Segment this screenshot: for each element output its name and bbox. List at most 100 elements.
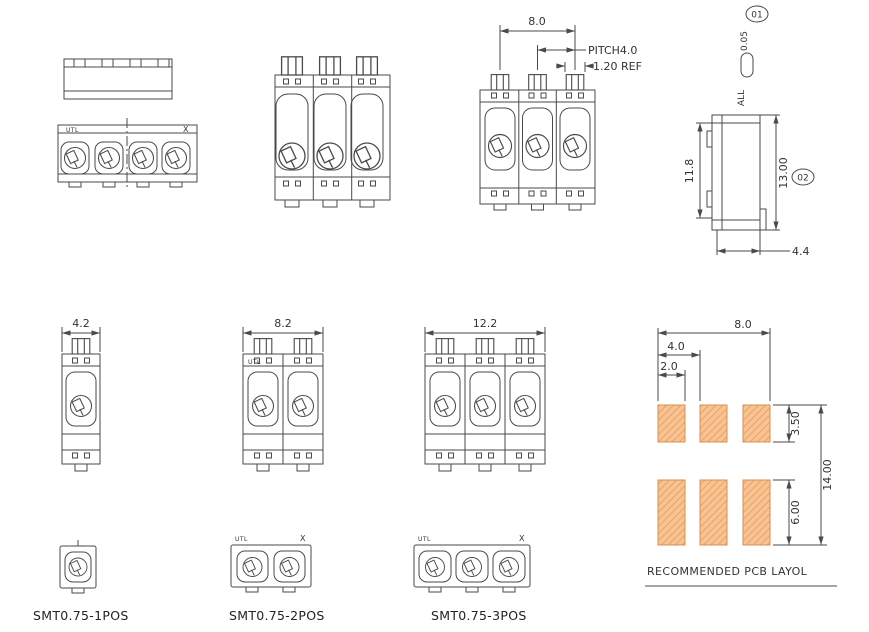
part-number-2pos: SMT0.75-2POS — [229, 608, 325, 623]
part-number-3pos: SMT0.75-3POS — [431, 608, 527, 623]
wire-clamp-icon — [562, 133, 588, 159]
contact-windows — [283, 180, 301, 187]
wire-clamp-icon — [63, 146, 87, 170]
actuator-icon — [435, 338, 455, 355]
contact-windows — [516, 357, 534, 364]
wire-clamp-icon — [433, 394, 457, 418]
contact-windows — [358, 180, 376, 187]
contact-windows — [476, 357, 494, 364]
actuator-icon — [253, 338, 273, 355]
view-top-1pos — [59, 540, 97, 594]
pcb-pad — [657, 479, 686, 546]
wire-clamp-icon — [473, 394, 497, 418]
dim-pcb-upper-pad: 3.50 — [789, 411, 802, 436]
dim-width-2pos: 8.2 — [274, 317, 292, 330]
wire-clamp-icon — [462, 557, 482, 577]
contact-windows — [72, 357, 90, 364]
view-side: 01 0.05 ALL 11.8 13.00 02 4.4 — [683, 5, 815, 258]
wire-clamp-icon — [251, 394, 275, 418]
wire-clamp-icon — [131, 146, 155, 170]
view-variant-3pos: 12.2 — [424, 317, 546, 472]
view-pcb-layout: 8.0 4.0 2.0 3.50 6.00 14.00 RECOMMENDED … — [645, 318, 837, 587]
wire-clamp-icon — [164, 146, 188, 170]
wire-clamp-icon — [425, 557, 445, 577]
pcb-pad — [742, 479, 771, 546]
actuator-icon — [490, 74, 510, 91]
contact-windows — [516, 452, 534, 459]
actuator-icon — [528, 74, 547, 91]
contact-windows — [436, 357, 454, 364]
balloon-01-text: 01 — [751, 11, 762, 21]
view-front-3pos — [274, 56, 391, 208]
dim-pcb-width: 8.0 — [734, 318, 752, 331]
dim-overall-width: 8.0 — [528, 15, 546, 28]
dim-pitch-label: PITCH4.0 — [588, 44, 637, 57]
view-variant-2pos: 8.2 UTL — [242, 317, 324, 472]
dim-inner-height: 11.8 — [683, 159, 696, 184]
x-mark: X — [519, 534, 525, 543]
wire-clamp-icon — [499, 557, 519, 577]
balloon-01 — [745, 5, 769, 23]
wire-clamp-icon — [97, 146, 121, 170]
wire-clamp-icon — [316, 142, 344, 170]
contact-windows — [566, 92, 584, 99]
logo-text: UTL — [66, 127, 79, 134]
pcb-pad — [699, 404, 728, 443]
wire-clamp-icon — [487, 133, 513, 159]
pcb-pad — [657, 404, 686, 443]
view-top-3pos: UTL X — [413, 534, 531, 593]
contact-windows — [566, 190, 584, 197]
logo-text: UTL — [418, 536, 431, 543]
pcb-pad — [742, 404, 771, 443]
dim-overall-height: 13.00 — [777, 157, 790, 189]
dim-depth: 4.4 — [792, 245, 810, 258]
contact-windows — [491, 92, 509, 99]
x-mark: X — [183, 125, 189, 134]
logo-text: UTL — [235, 536, 248, 543]
all-label: ALL — [737, 90, 747, 106]
dim-pcb-pad-width: 2.0 — [660, 360, 678, 373]
wire-clamp-icon — [513, 394, 537, 418]
view-front-dimensioned: 8.0 PITCH4.0 1.20 REF — [479, 15, 642, 211]
wire-clamp-icon — [68, 557, 88, 577]
contact-windows — [476, 452, 494, 459]
contact-windows — [491, 190, 509, 197]
contact-windows — [321, 78, 339, 85]
contact-windows — [321, 180, 339, 187]
actuator-icon — [280, 56, 304, 76]
dim-pcb-pitch: 4.0 — [667, 340, 685, 353]
x-mark: X — [300, 534, 306, 543]
dim-ref-label: 1.20 REF — [593, 60, 642, 73]
wire-clamp-icon — [279, 557, 300, 577]
dim-pcb-lower-pad: 6.00 — [789, 500, 802, 525]
actuator-icon — [475, 338, 495, 355]
wire-clamp-icon — [242, 557, 263, 577]
actuator-icon — [318, 56, 342, 76]
contact-windows — [283, 78, 301, 85]
contact-windows — [254, 452, 272, 459]
contact-windows — [528, 92, 547, 99]
dim-pcb-height: 14.00 — [821, 459, 834, 491]
wire-clamp-icon — [278, 142, 306, 170]
dim-width-3pos: 12.2 — [473, 317, 498, 330]
wire-clamp-icon — [291, 394, 315, 418]
contact-windows — [358, 78, 376, 85]
balloon-02-text: 02 — [797, 174, 808, 184]
contact-windows — [294, 357, 312, 364]
dim-width-1pos: 4.2 — [72, 317, 90, 330]
actuator-icon — [515, 338, 535, 355]
actuator-icon — [565, 74, 585, 91]
wire-clamp-icon — [525, 133, 550, 159]
view-front-4pos: UTL X — [57, 118, 198, 188]
view-top-profile — [63, 58, 173, 100]
wire-clamp-icon — [69, 394, 93, 418]
balloon-02 — [791, 168, 815, 186]
tolerance-text: 0.05 — [740, 31, 750, 51]
contact-windows — [294, 452, 312, 459]
view-variant-1pos: 4.2 — [61, 317, 101, 472]
contact-windows — [528, 190, 547, 197]
pcb-layout-title: RECOMMENDED PCB LAYOL — [647, 565, 808, 578]
pcb-pad — [699, 479, 728, 546]
view-top-2pos: UTL X — [230, 534, 312, 593]
actuator-icon — [293, 338, 313, 355]
